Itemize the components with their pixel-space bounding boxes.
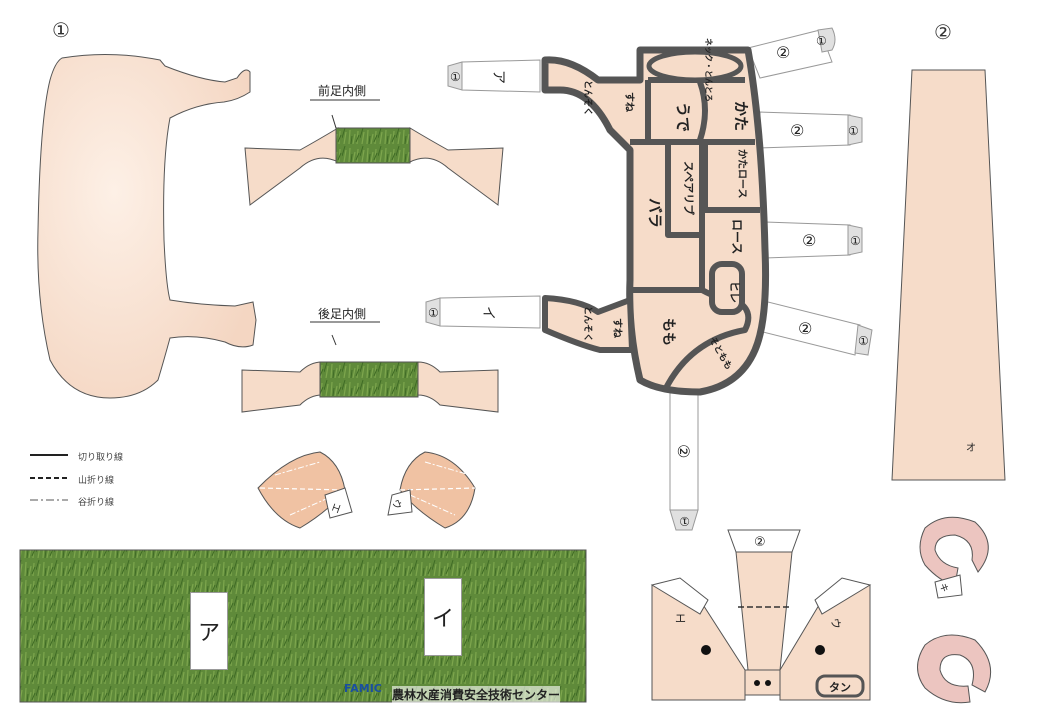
label-supearibu: スペアリブ	[682, 161, 696, 215]
svg-text:①: ①	[858, 334, 869, 348]
label-rosu: ロース	[730, 219, 744, 254]
label-sune-front: すね	[623, 92, 635, 112]
tab-ki: ウ	[828, 617, 843, 630]
tab-a: ア	[490, 70, 506, 84]
label-neck-toro: ネック・とんとろ	[704, 38, 714, 102]
hind-leg-inner-piece	[241, 321, 499, 413]
section-one-mark: ①	[52, 18, 70, 42]
svg-text:②: ②	[754, 535, 766, 550]
trunk-strip-piece	[891, 69, 1006, 481]
legend	[30, 454, 68, 501]
tail-piece	[917, 516, 992, 704]
label-tonsoku-front: とんそく	[582, 80, 593, 116]
tab-i: イ	[480, 306, 496, 320]
label-sune-hind: すね	[611, 318, 623, 338]
svg-text:①: ①	[679, 514, 690, 528]
label-tonsoku-hind: とんそく	[582, 306, 593, 342]
head-piece	[650, 529, 872, 701]
svg-text:②: ②	[674, 444, 693, 458]
grass-label-i: イ	[424, 578, 462, 656]
hind-leg-caption: 後足内側	[318, 307, 367, 321]
tab-e: エ	[330, 502, 344, 515]
tab-tail: キ	[937, 583, 948, 594]
ear-right-piece	[387, 451, 476, 529]
cut-labels: ネック・とんとろ うで かた すね とんそく スペアリブ かたロース バラ ロー…	[582, 38, 851, 694]
famic-organization-name: 農林水産消費安全技術センター	[392, 686, 561, 703]
tab-ka: エ	[675, 612, 686, 625]
legend-mountain-label: 山折り線	[78, 476, 115, 486]
tab-number-marks: ② ② ② ② ② ② ① ① ① ① ① ① ①	[428, 34, 869, 550]
label-ude: うで	[674, 102, 692, 132]
svg-text:①: ①	[848, 124, 859, 138]
section-two-mark: ②	[934, 20, 952, 44]
svg-text:②: ②	[798, 319, 812, 338]
grass-base	[19, 549, 587, 703]
meat-cut-body	[425, 27, 873, 531]
label-kata: かた	[732, 101, 750, 131]
body-side-piece	[37, 53, 257, 399]
svg-text:②: ②	[802, 231, 816, 250]
label-hire: ヒレ	[728, 281, 741, 303]
ear-left-piece	[257, 451, 353, 529]
svg-text:②: ②	[776, 43, 790, 62]
legend-valley-label: 谷折り線	[78, 498, 115, 508]
legend-cut-label: 切り取り線	[78, 453, 124, 463]
svg-text:①: ①	[850, 234, 861, 248]
svg-text:①: ①	[450, 70, 461, 84]
tab-o: オ	[966, 442, 976, 454]
label-momo: もも	[660, 318, 676, 346]
front-leg-caption: 前足内側	[318, 84, 367, 98]
famic-logo-mark: FAMIC	[344, 682, 382, 695]
grass-label-a: ア	[190, 592, 228, 670]
tab-u: ウ	[389, 498, 404, 512]
label-bara: バラ	[646, 198, 664, 228]
svg-text:②: ②	[790, 121, 804, 140]
svg-text:①: ①	[816, 34, 827, 48]
svg-text:①: ①	[428, 306, 439, 320]
tab-letters: ア イ ウ エ オ エ ウ キ	[330, 70, 976, 630]
front-leg-inner-piece	[244, 99, 504, 206]
label-tan: タン	[829, 681, 851, 694]
label-kata-rosu: かたロース	[736, 149, 748, 199]
